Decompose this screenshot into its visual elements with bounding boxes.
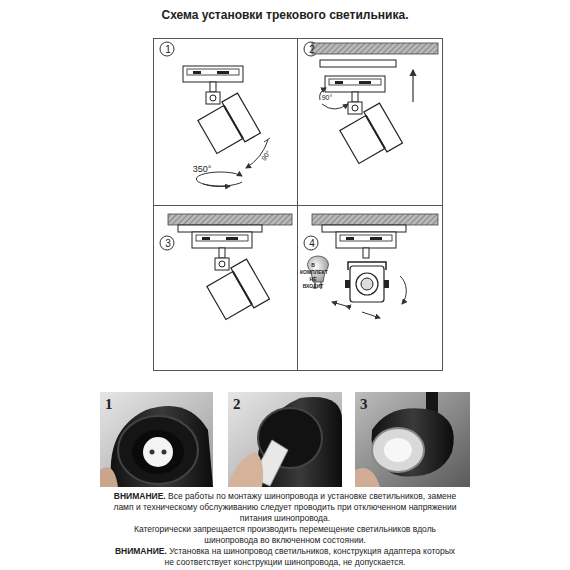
photo-number: 2 <box>233 394 249 414</box>
step-panel: 1 350° 90° <box>153 38 298 206</box>
photo-tile: 2 <box>228 392 342 487</box>
warning-paragraph: Категорически запрещается производить пе… <box>112 524 458 546</box>
warning-text: Категорически запрещается производить пе… <box>134 524 436 545</box>
angle-label: 350° <box>184 163 220 175</box>
warning-paragraph: ВНИМАНИЕ. Установка на шинопровод светил… <box>112 546 458 568</box>
angle-label: 90° <box>316 93 338 102</box>
photo-number: 1 <box>105 394 121 414</box>
angle-label: 90° <box>254 141 277 169</box>
photo-tile: 3 <box>355 392 470 487</box>
warning-block: ВНИМАНИЕ. Все работы по монтажу шинопров… <box>112 491 458 568</box>
not-included-note: В КОМПЛЕКТ НЕ ВХОДИТ <box>300 262 326 290</box>
step-panel: 2 90° <box>297 38 443 206</box>
photo-number: 3 <box>360 394 376 414</box>
warning-text: Установка на шинопровод светильников, ко… <box>165 546 456 567</box>
warning-heading: ВНИМАНИЕ. <box>114 491 166 501</box>
step-number: 3 <box>159 237 177 250</box>
step-panel: 3 <box>153 205 298 371</box>
warning-heading: ВНИМАНИЕ. <box>115 546 167 556</box>
diagram-title: Схема установки трекового светильника. <box>0 8 570 22</box>
step-number: 2 <box>303 43 321 56</box>
step-panel: 4 В КОМПЛЕКТ НЕ ВХОДИТ <box>297 205 443 371</box>
warning-paragraph: ВНИМАНИЕ. Все работы по монтажу шинопров… <box>112 491 458 524</box>
step-number: 4 <box>303 237 321 250</box>
photo-tile: 1 <box>100 392 213 487</box>
step-number: 1 <box>159 43 177 56</box>
